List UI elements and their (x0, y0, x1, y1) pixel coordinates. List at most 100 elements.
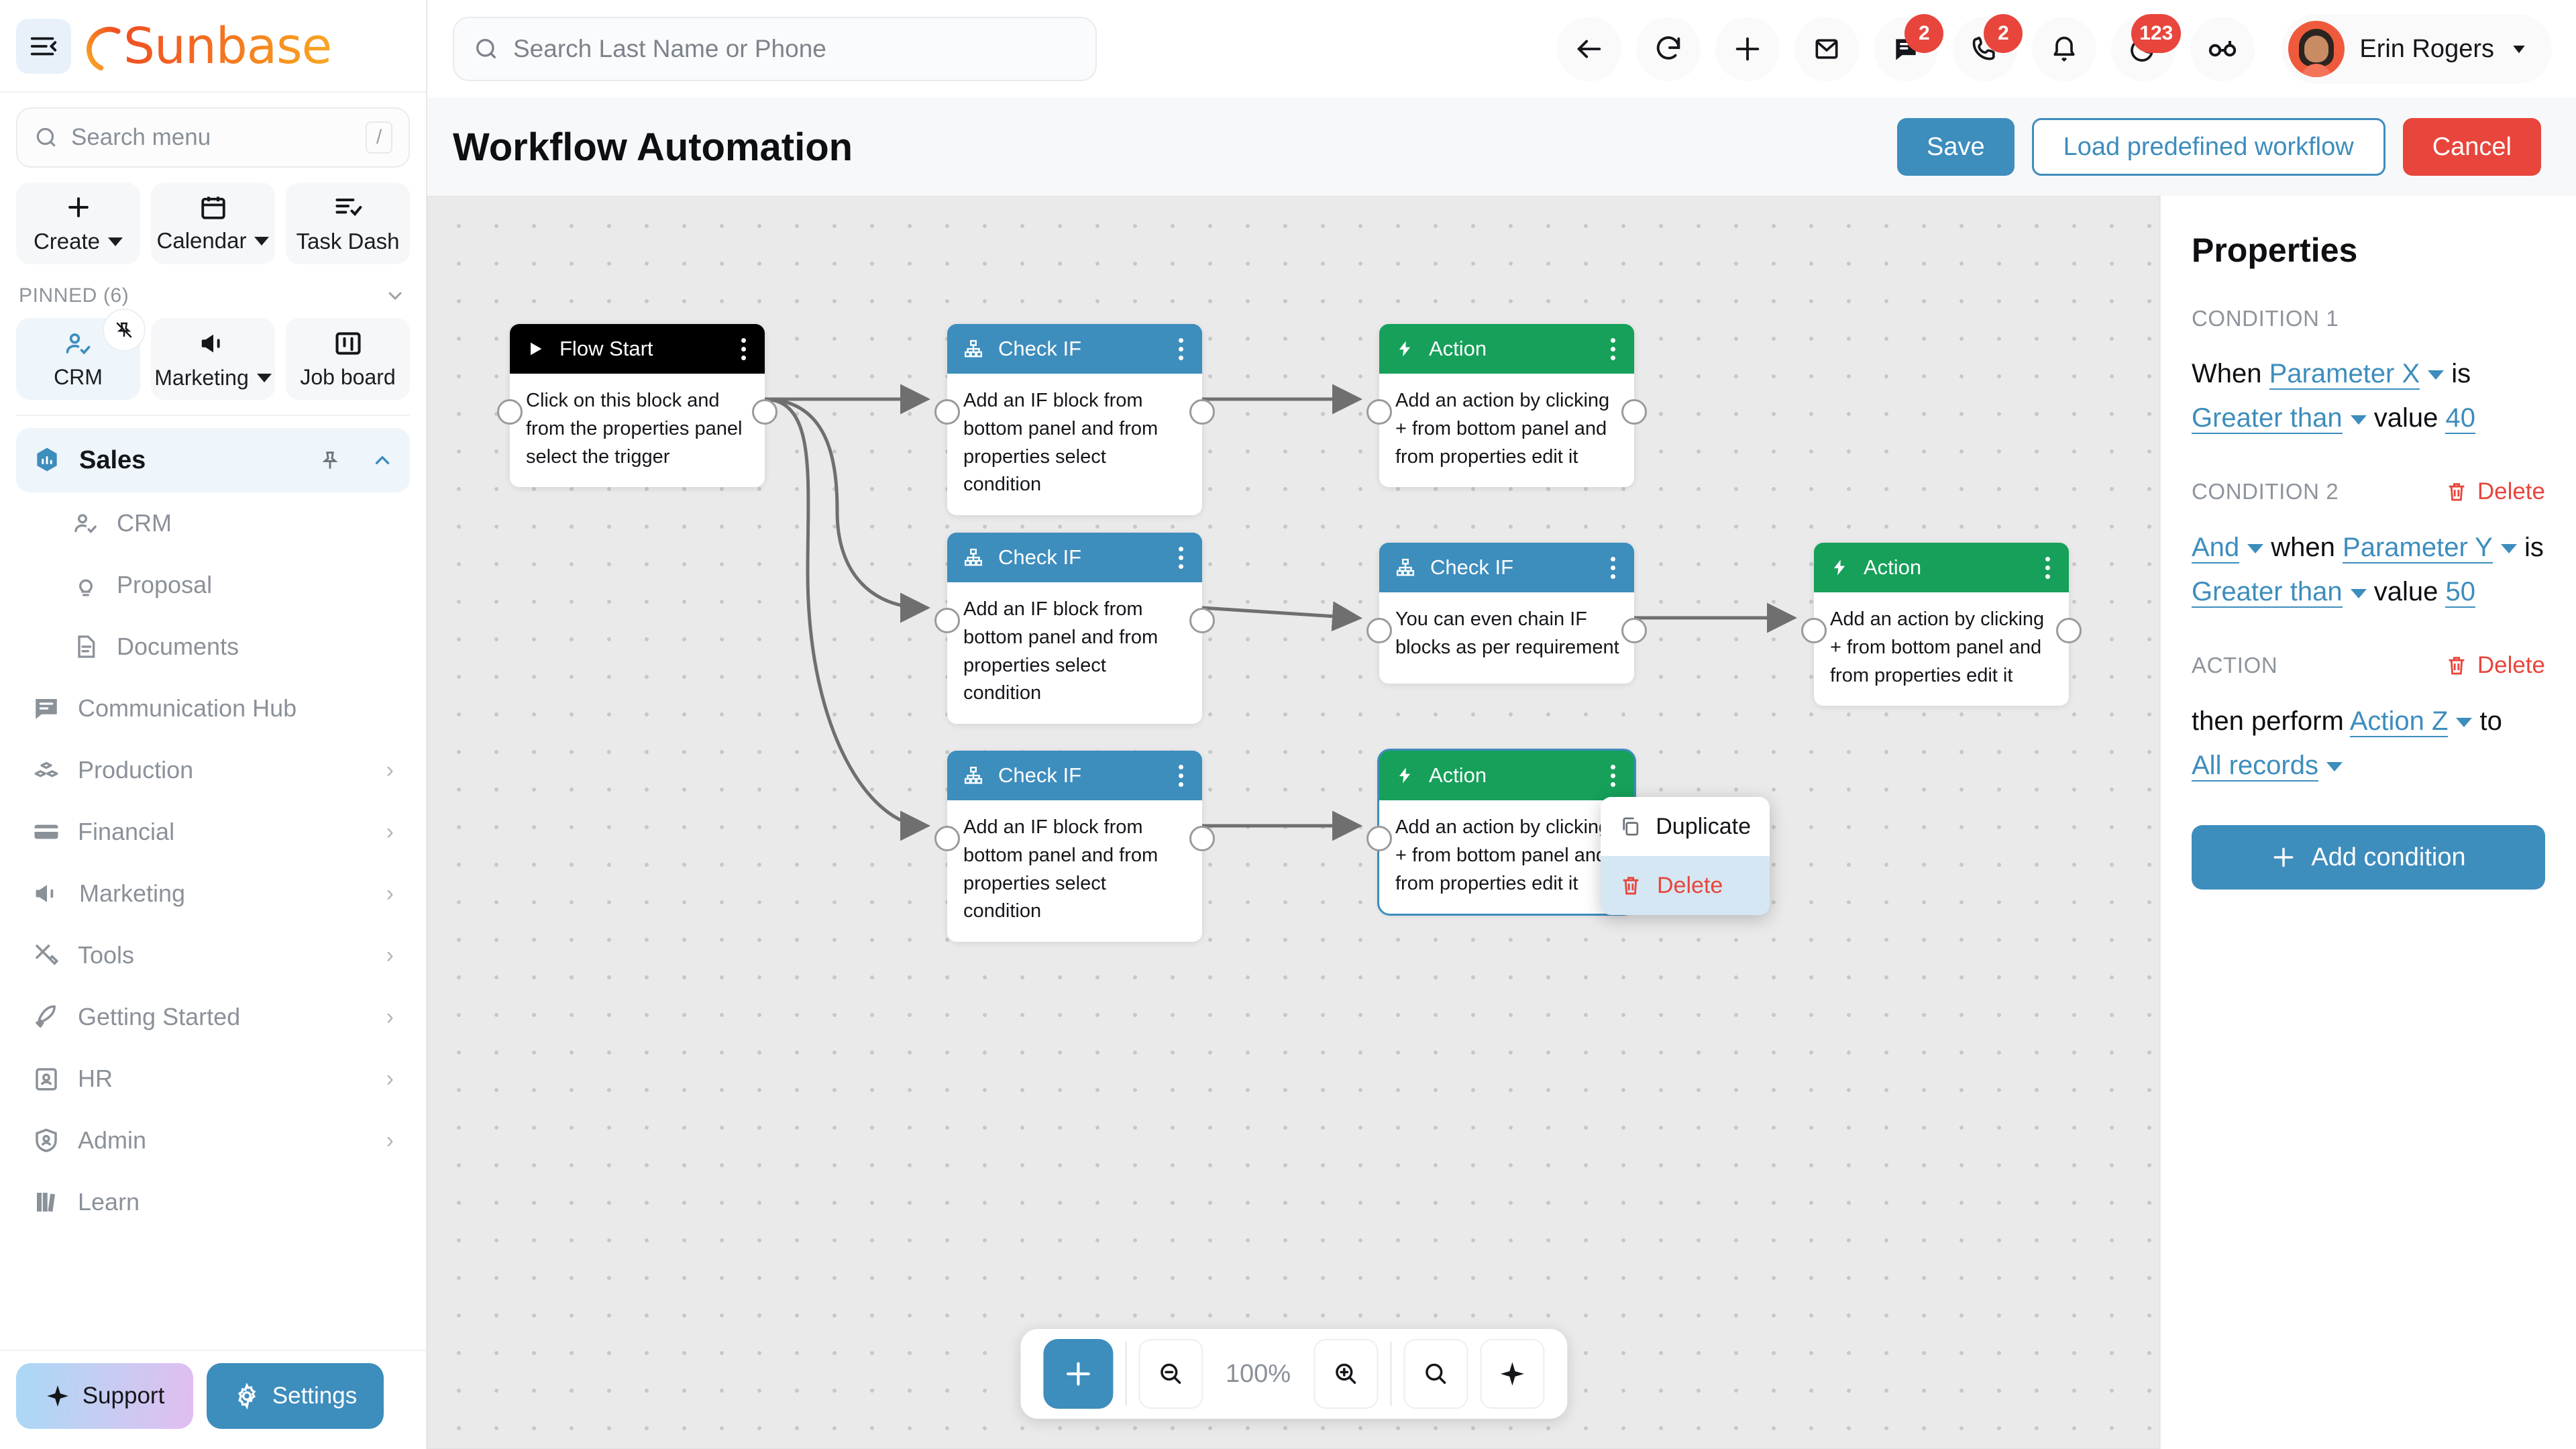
condition-1-value[interactable]: 40 (2445, 403, 2475, 435)
pinned-item-job-board[interactable]: Job board (286, 318, 410, 400)
node-menu-button[interactable] (1607, 761, 1619, 791)
workflow-node-action-3[interactable]: Action Add an action by clicking + from … (1366, 748, 1636, 916)
settings-button[interactable]: Settings (207, 1363, 384, 1429)
pin-icon[interactable] (319, 449, 341, 472)
sidebar-item-documents[interactable]: Documents (16, 616, 410, 678)
condition-1-operator-dropdown[interactable]: Greater than (2192, 403, 2343, 435)
node-menu-button[interactable] (2041, 553, 2054, 583)
calls-button[interactable]: 2 (1953, 14, 2023, 81)
node-menu-button[interactable] (1175, 543, 1187, 573)
sidebar-item-marketing[interactable]: Marketing › (16, 863, 410, 924)
node-menu-button[interactable] (1607, 334, 1619, 364)
node-menu-button[interactable] (1175, 761, 1187, 791)
chevron-up-icon[interactable] (371, 449, 394, 472)
dark-mode-button[interactable]: 123 (2111, 14, 2182, 81)
fit-view-button[interactable] (1403, 1339, 1468, 1409)
sidebar-item-proposal[interactable]: Proposal (16, 554, 410, 616)
pinned-item-crm[interactable]: CRM (16, 309, 146, 400)
condition-2-label: CONDITION 2 (2192, 478, 2339, 504)
user-menu[interactable]: Erin Rogers (2282, 14, 2552, 84)
add-node-button[interactable] (1042, 1339, 1113, 1409)
node-output-port[interactable] (1189, 399, 1215, 425)
sidebar-group-sales[interactable]: Sales (16, 428, 410, 492)
condition-2-parameter-dropdown[interactable]: Parameter Y (2343, 532, 2493, 564)
unpin-button[interactable] (103, 309, 146, 352)
back-button[interactable] (1557, 17, 1622, 81)
workflow-node-action-2[interactable]: Action Add an action by clicking + from … (1801, 543, 2082, 706)
mail-button[interactable] (1794, 17, 1860, 81)
condition-1-parameter-dropdown[interactable]: Parameter X (2269, 359, 2420, 390)
node-output-port[interactable] (1621, 399, 1647, 425)
node-output-port[interactable] (1189, 608, 1215, 633)
node-output-port[interactable] (2056, 618, 2082, 643)
workflow-node-action-1[interactable]: Action Add an action by clicking + from … (1366, 324, 1647, 488)
calendar-button[interactable]: Calendar (151, 182, 275, 264)
workflow-node-flow-start[interactable]: Flow Start Click on this block and from … (497, 324, 777, 488)
node-output-port[interactable] (1621, 618, 1647, 643)
node-output-port[interactable] (1189, 826, 1215, 851)
pinned-header[interactable]: PINNED (6) (0, 276, 426, 314)
save-button[interactable]: Save (1897, 118, 2015, 176)
sidebar-search-input[interactable]: Search menu / (16, 107, 410, 168)
sidebar-footer: Support Settings (0, 1350, 426, 1449)
action-type-dropdown[interactable]: Action Z (2349, 706, 2449, 737)
auto-layout-button[interactable] (1480, 1339, 1545, 1409)
task-dash-button[interactable]: Task Dash (286, 182, 410, 264)
zoom-out-button[interactable] (1138, 1339, 1203, 1409)
condition-2-when: when (2271, 532, 2335, 562)
sidebar-item-hr[interactable]: HR › (16, 1048, 410, 1110)
workflow-canvas[interactable]: Flow Start Click on this block and from … (427, 196, 2160, 1449)
zoom-level: 100% (1225, 1359, 1291, 1388)
accessibility-button[interactable] (2190, 17, 2255, 81)
workflow-node-check-if-3[interactable]: Check IF You can even chain IF blocks as… (1366, 543, 1647, 684)
action-delete-button[interactable]: Delete (2445, 652, 2545, 679)
node-title: Action (1864, 555, 1922, 579)
refresh-button[interactable] (1636, 17, 1701, 81)
node-input-port[interactable] (934, 399, 960, 425)
workflow-node-check-if-1[interactable]: Check IF Add an IF block from bottom pan… (934, 324, 1215, 515)
zoom-in-button[interactable] (1313, 1339, 1379, 1409)
pinned-item-marketing[interactable]: Marketing (151, 318, 275, 400)
node-input-port[interactable] (934, 826, 960, 851)
sidebar-item-learn[interactable]: Learn (16, 1171, 410, 1233)
condition-2-delete-button[interactable]: Delete (2445, 478, 2545, 505)
load-predefined-workflow-button[interactable]: Load predefined workflow (2031, 118, 2385, 176)
node-menu-button[interactable] (1175, 334, 1187, 364)
condition-2-value[interactable]: 50 (2445, 577, 2475, 608)
notifications-button[interactable] (2032, 17, 2097, 81)
node-input-port[interactable] (1366, 618, 1392, 643)
sidebar-item-financial[interactable]: Financial › (16, 801, 410, 863)
node-input-port[interactable] (497, 399, 523, 425)
node-title: Check IF (998, 337, 1082, 360)
cancel-button[interactable]: Cancel (2402, 118, 2541, 176)
context-menu-duplicate[interactable]: Duplicate (1601, 797, 1770, 856)
support-button[interactable]: Support (16, 1363, 193, 1429)
sidebar-item-tools[interactable]: Tools › (16, 924, 410, 986)
sidebar-item-production[interactable]: Production › (16, 739, 410, 801)
sidebar-item-admin[interactable]: Admin › (16, 1110, 410, 1171)
node-input-port[interactable] (1801, 618, 1827, 643)
add-condition-button[interactable]: Add condition (2192, 825, 2545, 890)
node-input-port[interactable] (934, 608, 960, 633)
topbar: Search Last Name or Phone 2 (427, 0, 2576, 98)
messages-button[interactable]: 2 (1874, 14, 1944, 81)
sidebar-item-crm[interactable]: CRM (16, 492, 410, 554)
context-menu-delete[interactable]: Delete (1601, 856, 1770, 915)
create-button[interactable]: Create (16, 182, 140, 264)
global-search-input[interactable]: Search Last Name or Phone (453, 17, 1097, 81)
workflow-node-check-if-2[interactable]: Check IF Add an IF block from bottom pan… (934, 533, 1215, 724)
condition-2-joiner-dropdown[interactable]: And (2192, 532, 2240, 564)
node-menu-button[interactable] (737, 334, 750, 364)
node-menu-button[interactable] (1607, 553, 1619, 583)
sidebar-item-getting-started[interactable]: Getting Started › (16, 986, 410, 1048)
node-input-port[interactable] (1366, 399, 1392, 425)
node-input-port[interactable] (1366, 826, 1392, 851)
collapse-sidebar-button[interactable] (16, 19, 71, 74)
sidebar-item-communication-hub[interactable]: Communication Hub (16, 678, 410, 739)
node-output-port[interactable] (752, 399, 777, 425)
chevron-down-icon (2428, 370, 2445, 380)
workflow-node-check-if-4[interactable]: Check IF Add an IF block from bottom pan… (934, 751, 1215, 942)
action-target-dropdown[interactable]: All records (2192, 750, 2318, 782)
condition-2-operator-dropdown[interactable]: Greater than (2192, 577, 2343, 608)
add-button[interactable] (1715, 17, 1780, 81)
